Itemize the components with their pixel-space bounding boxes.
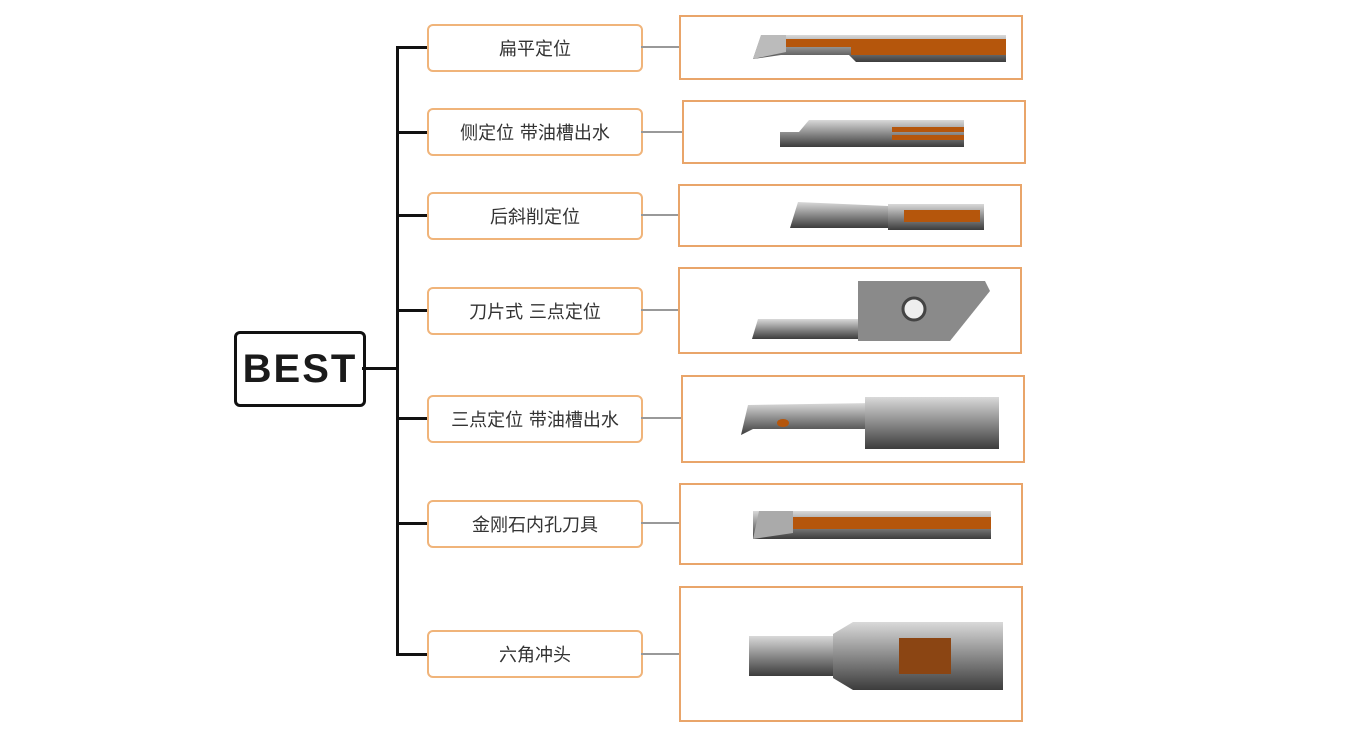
branch-line bbox=[396, 522, 427, 525]
branch-line bbox=[396, 653, 427, 656]
category-insert-three-point: 刀片式 三点定位 bbox=[427, 287, 643, 335]
side-positioning-coolant-tool-image bbox=[682, 100, 1026, 164]
tree-trunk bbox=[396, 47, 399, 655]
three-point-coolant-tool-image bbox=[681, 375, 1025, 463]
category-diamond-boring: 金刚石内孔刀具 bbox=[427, 500, 643, 548]
branch-line bbox=[396, 309, 427, 312]
insert-three-point-tool-image bbox=[678, 267, 1022, 354]
category-flat-positioning: 扁平定位 bbox=[427, 24, 643, 72]
category-hex-punch: 六角冲头 bbox=[427, 630, 643, 678]
category-back-bevel-positioning: 后斜削定位 bbox=[427, 192, 643, 240]
branch-line bbox=[396, 214, 427, 217]
connector-line bbox=[641, 522, 679, 524]
root-connector bbox=[362, 367, 398, 370]
category-three-point-coolant: 三点定位 带油槽出水 bbox=[427, 395, 643, 443]
connector-line bbox=[641, 131, 682, 133]
connector-line bbox=[641, 653, 679, 655]
branch-line bbox=[396, 46, 427, 49]
branch-line bbox=[396, 417, 427, 420]
connector-line bbox=[641, 309, 678, 311]
back-bevel-positioning-tool-image bbox=[678, 184, 1022, 247]
best-logo: BEST bbox=[234, 331, 366, 407]
connector-line bbox=[641, 417, 681, 419]
hex-punch-tool-image bbox=[679, 586, 1023, 722]
diamond-boring-tool-image bbox=[679, 483, 1023, 565]
connector-line bbox=[641, 46, 679, 48]
flat-positioning-tool-image bbox=[679, 15, 1023, 80]
connector-line bbox=[641, 214, 678, 216]
branch-line bbox=[396, 131, 427, 134]
category-side-positioning-coolant: 侧定位 带油槽出水 bbox=[427, 108, 643, 156]
